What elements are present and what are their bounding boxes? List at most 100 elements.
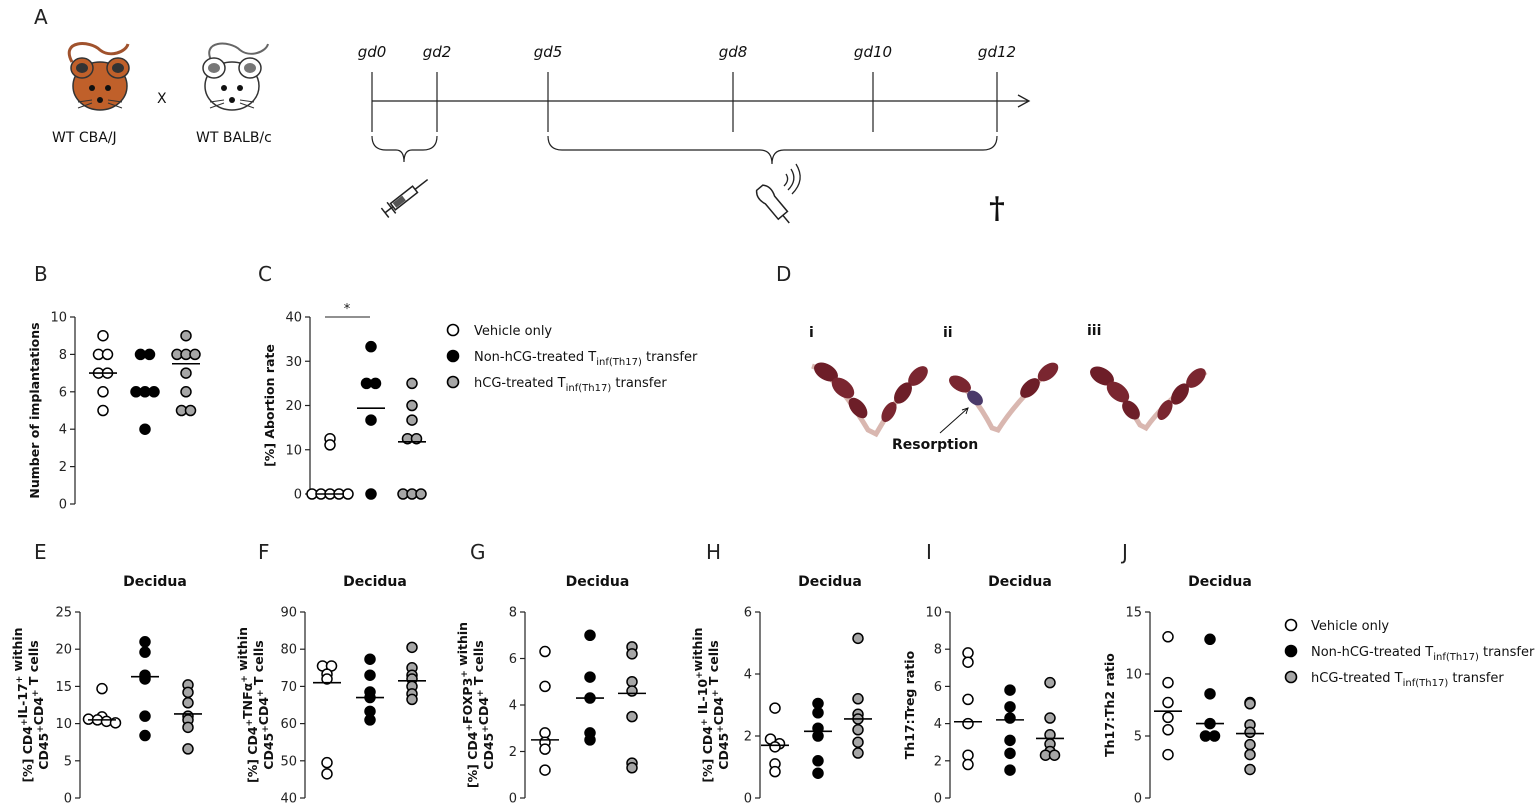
data-point-hcg [1244, 748, 1256, 761]
y-tick-label: 25 [55, 606, 72, 621]
data-point-vehicle [539, 727, 551, 739]
panel-letter-i: I [926, 540, 932, 564]
y-tick-label: 8 [509, 606, 517, 621]
data-point-non-hcg [364, 714, 376, 726]
data-point-vehicle [101, 348, 114, 361]
data-point-non-hcg [1004, 701, 1016, 713]
data-point-hcg [182, 721, 194, 734]
panel-d: D i ii iii Resorption [776, 262, 1208, 453]
y-axis-label: Number of implantations [27, 322, 42, 498]
uterus-image-iii [1090, 366, 1208, 432]
data-point-vehicle [539, 680, 551, 693]
data-point-vehicle [962, 749, 974, 761]
data-point-hcg [1044, 676, 1056, 689]
data-point-vehicle [1162, 676, 1174, 689]
data-point-non-hcg [364, 669, 376, 681]
data-point-non-hcg [584, 671, 596, 683]
chart-title: Decidua [1188, 574, 1252, 590]
y-tick-label: 40 [285, 311, 302, 326]
timepoint-label-gd8: gd8 [719, 43, 748, 61]
y-tick-label: 0 [744, 792, 752, 804]
data-point-vehicle [962, 656, 974, 668]
uterus-label-iii: iii [1087, 323, 1101, 339]
y-tick-label: 5 [1134, 730, 1142, 745]
brace-injection [371, 135, 438, 163]
y-tick-label: 50 [280, 754, 297, 769]
y-tick-label: 0 [934, 792, 942, 804]
y-tick-label: 15 [55, 680, 72, 695]
legend-marker-vehicle [446, 323, 460, 337]
legend-label-hcg-2: hCG-treated Tinf(Th17) transfer [1311, 671, 1504, 689]
y-tick-label: 8 [934, 643, 942, 658]
resorption-arrow [939, 407, 969, 434]
legend-bottom: Vehicle only Non-hCG-treated Tinf(Th17) … [1284, 618, 1535, 689]
ultrasound-probe-icon [755, 184, 790, 224]
data-point-hcg [626, 710, 638, 723]
y-tick-label: 10 [55, 717, 72, 732]
data-point-non-hcg [812, 755, 824, 767]
y-axis-label: CD45+CD4+ T cells [706, 640, 731, 769]
y-tick-label: 6 [509, 652, 517, 667]
data-point-vehicle [97, 404, 109, 417]
chart-title: Decidua [343, 574, 407, 590]
timepoint-label-gd0: gd0 [358, 43, 387, 61]
y-tick-label: 6 [59, 385, 67, 400]
y-tick-label: 6 [744, 606, 752, 621]
data-point-vehicle [342, 488, 354, 500]
uterus-label-ii: ii [943, 325, 953, 341]
data-point-hcg [182, 697, 194, 709]
resorption-label: Resorption [892, 437, 978, 453]
y-tick-label: 0 [59, 498, 67, 513]
data-point-hcg [1244, 698, 1256, 710]
data-point-vehicle [962, 758, 974, 771]
y-axis-label: Th17:Th2 ratio [1102, 653, 1117, 757]
legend-label-hcg: hCG-treated Tinf(Th17) transfer [474, 376, 667, 394]
data-point-vehicle [1162, 724, 1174, 736]
y-axis-label: [%] CD4+ IL-10+within [690, 627, 715, 782]
data-point-non-hcg [812, 767, 824, 779]
data-point-vehicle [962, 717, 974, 730]
y-tick-label: 0 [294, 488, 302, 503]
panel-letter-g: G [470, 540, 486, 564]
uterus-label-i: i [809, 325, 814, 341]
timepoint-label-gd10: gd10 [854, 43, 892, 61]
panel-letter-a: A [34, 5, 48, 29]
data-point-non-hcg [365, 414, 377, 426]
data-point-vehicle [962, 693, 974, 706]
chart-title: Decidua [566, 574, 630, 590]
data-point-hcg [415, 488, 427, 500]
data-point-hcg [626, 648, 638, 660]
y-tick-label: 0 [1134, 792, 1142, 804]
legend-marker-hcg [446, 375, 460, 389]
data-point-hcg [406, 693, 418, 706]
y-tick-label: 10 [285, 443, 302, 458]
data-point-hcg [406, 399, 418, 412]
uterus-image-ii [948, 362, 1059, 433]
y-axis-label: Th17:Treg ratio [902, 650, 917, 759]
data-point-vehicle [97, 386, 109, 398]
significance-star: * [344, 302, 351, 317]
data-point-non-hcg [1204, 633, 1216, 646]
data-point-vehicle [324, 439, 336, 451]
legend-label-vehicle: Vehicle only [474, 324, 552, 339]
y-tick-label: 6 [934, 680, 942, 695]
y-tick-label: 10 [50, 311, 67, 326]
data-point-vehicle [96, 682, 108, 695]
panel-a: A WT CBA/J X WT [34, 5, 1031, 226]
panel-letter-c: C [258, 262, 272, 286]
data-point-hcg [1244, 738, 1256, 751]
legend-label-non-hcg: Non-hCG-treated Tinf(Th17) transfer [474, 350, 698, 368]
cba-mouse-icon [67, 42, 130, 111]
data-point-hcg [180, 386, 192, 398]
data-point-hcg [1244, 763, 1256, 776]
data-point-hcg [189, 348, 201, 361]
chart-title: Decidua [988, 574, 1052, 590]
data-point-vehicle [1162, 631, 1174, 643]
y-tick-label: 90 [280, 606, 297, 621]
data-point-vehicle [1162, 711, 1174, 724]
y-tick-label: 80 [280, 643, 297, 658]
y-axis-label: [%] Abortion rate [262, 344, 277, 467]
